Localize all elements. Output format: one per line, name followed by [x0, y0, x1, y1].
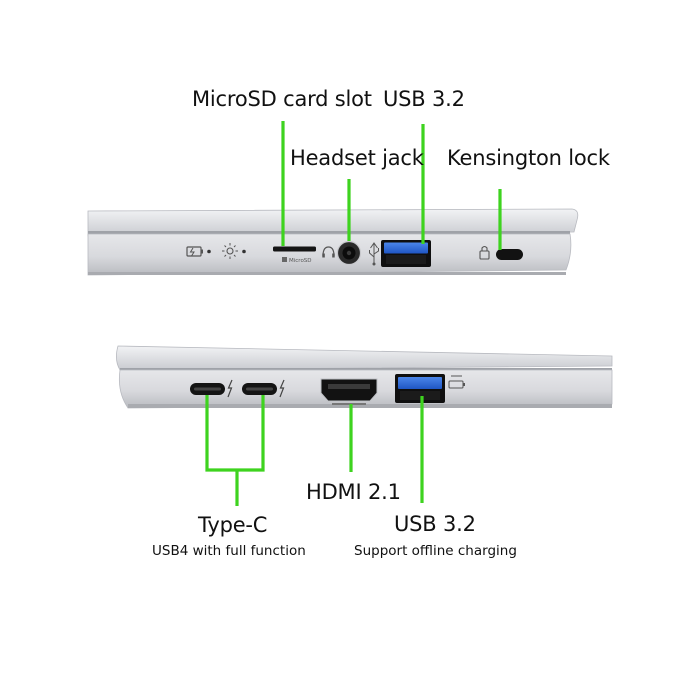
label-hdmi-2-1: HDMI 2.1	[306, 480, 401, 504]
microsd-slot-label: MicroSD	[282, 257, 312, 264]
microsd-slot-text: MicroSD	[289, 258, 312, 264]
lock-icon	[479, 245, 490, 260]
thunderbolt-icon-2	[279, 379, 285, 398]
base-side	[87, 233, 572, 276]
battery-charging-icon	[186, 246, 211, 257]
callout-lines	[205, 121, 502, 506]
kensington-slot	[496, 249, 523, 260]
hdmi-port	[320, 378, 378, 405]
usb-a-port-top	[381, 240, 431, 267]
label-headset-jack: Headset jack	[290, 146, 424, 170]
laptop-left-side: MicroSD	[87, 208, 579, 276]
headset-jack	[336, 240, 362, 266]
power-light-icon	[222, 243, 246, 259]
base-bottom-edge	[88, 272, 566, 275]
lid-edge-bottom	[116, 345, 613, 371]
lid-edge	[87, 208, 579, 237]
type-c-port-2-tongue	[246, 387, 273, 391]
type-c-port-1-tongue	[194, 387, 221, 391]
headset-icon	[322, 246, 335, 258]
base-bottom-edge-2	[128, 404, 612, 408]
label-usb-3-2-bottom: USB 3.2	[394, 512, 476, 536]
label-usb-3-2-sub: Support offline charging	[354, 543, 517, 559]
usb-a-port-bottom	[395, 374, 445, 403]
laptop-right-side	[116, 345, 613, 409]
label-usb-3-2-top: USB 3.2	[383, 87, 465, 111]
usb-charge-icon	[448, 375, 465, 389]
microsd-slot	[273, 246, 316, 252]
lid-seam	[88, 231, 570, 234]
thunderbolt-icon	[227, 379, 233, 398]
label-type-c: Type-C	[198, 513, 268, 537]
label-microsd-card-slot: MicroSD card slot	[192, 87, 372, 111]
label-type-c-sub: USB4 with full function	[152, 543, 306, 559]
label-kensington-lock: Kensington lock	[447, 146, 610, 170]
usb-icon	[369, 242, 379, 266]
lid-seam-bottom	[120, 368, 612, 371]
callout-type-c-bracket	[205, 395, 265, 472]
